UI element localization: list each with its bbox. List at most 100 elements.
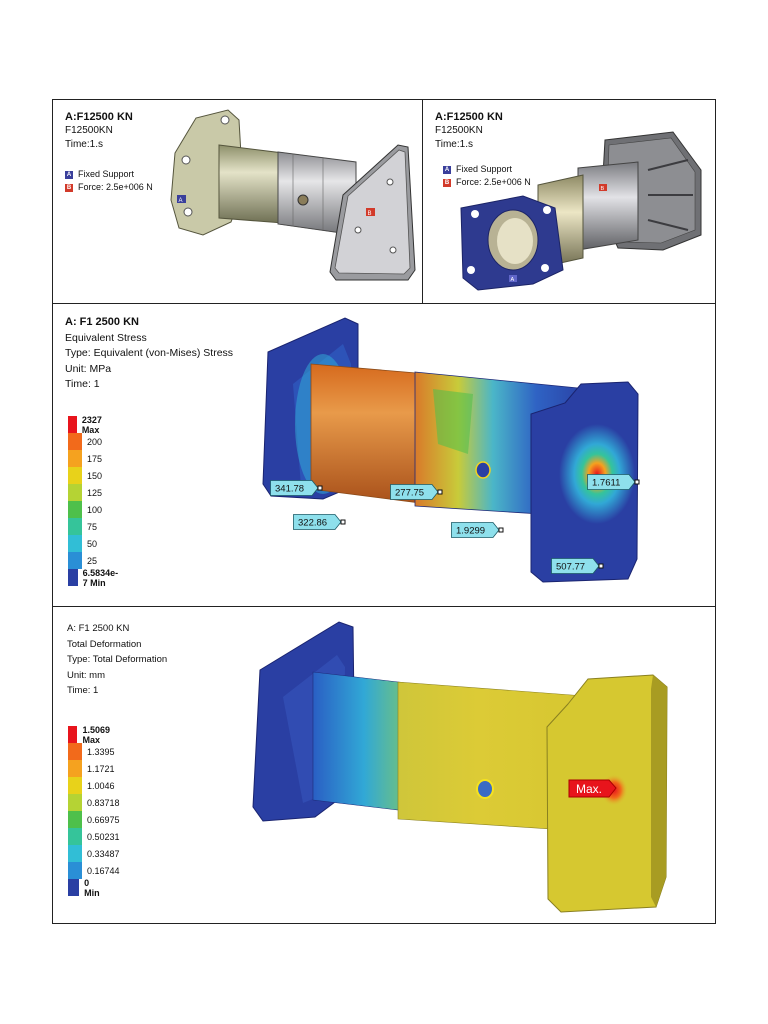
bc-letter-a: A [65, 170, 73, 179]
legend-row: 175 [68, 450, 102, 467]
probe-value: 322.86 [298, 518, 327, 529]
legend-row: 0.50231 [68, 828, 120, 845]
legend-row: 100 [68, 501, 102, 518]
legend-label: 0.50231 [87, 831, 120, 842]
probe-callout-shape [270, 480, 319, 496]
part-model-right-view: B A [460, 131, 702, 291]
probe-callout-shape [293, 514, 342, 530]
support-tag: A [511, 277, 515, 283]
legend-swatch [68, 777, 82, 794]
bc-letter-b: B [443, 178, 451, 187]
probe-value: 277.75 [395, 488, 424, 499]
stress-probe-label: 277.75 [390, 484, 443, 500]
probe-callout-shape [587, 474, 636, 490]
legend-swatch [68, 845, 82, 862]
probe-callout-shape [451, 522, 500, 538]
support-marker [509, 275, 517, 282]
probe-value: 1.9299 [456, 526, 485, 537]
analysis-title: A: F1 2500 KN [65, 316, 139, 328]
total-deformation-panel: A: F1 2500 KN Total Deformation Type: To… [53, 607, 715, 923]
probe-point [598, 563, 604, 569]
panel-header: A:F12500 KN F12500KN Time:1.s [65, 110, 133, 152]
legend-label: 175 [87, 453, 103, 464]
legend-row: 2327 Max [68, 414, 107, 435]
probe-value: 1.7611 [592, 478, 620, 489]
legend-swatch [68, 467, 82, 484]
legend-swatch [68, 794, 82, 811]
deformation-contour-plot: Max. [252, 621, 668, 913]
result-name: Total Deformation [67, 638, 142, 650]
stress-probe-label: 341.78 [270, 480, 323, 496]
legend-row: 1.3395 [68, 743, 115, 760]
equivalent-stress-panel: A: F1 2500 KN Equivalent Stress Type: Eq… [53, 304, 715, 607]
legend-label: 100 [87, 504, 103, 515]
analysis-subtitle: F12500KN [435, 125, 483, 136]
analysis-title: A:F12500 KN [65, 111, 133, 123]
legend-row: 125 [68, 484, 102, 501]
legend-swatch [68, 726, 78, 743]
probe-callout-shape [551, 558, 600, 574]
legend-row: 0 Min [68, 877, 103, 898]
probe-point [317, 485, 323, 491]
legend-label: 0 Min [84, 877, 100, 898]
bc-letter-b: B [65, 183, 73, 192]
legend-label: 0.83718 [87, 797, 120, 808]
force-tag: B [601, 186, 605, 192]
force-marker [599, 184, 607, 191]
result-name: Equivalent Stress [65, 331, 147, 344]
result-unit: Unit: mm [67, 669, 105, 681]
legend-swatch [68, 416, 77, 433]
boundary-condition-list: A Fixed Support B Force: 2.5e+006 N [65, 168, 153, 194]
legend-label: 6.5834e-7 Min [82, 567, 119, 588]
bc-label: Fixed Support [456, 164, 513, 174]
legend-swatch [68, 484, 82, 501]
legend-swatch [68, 743, 82, 760]
bc-label: Force: 2.5e+006 N [78, 182, 153, 192]
legend-swatch [68, 879, 80, 896]
support-marker [177, 195, 186, 203]
probe-callout-shape [390, 484, 439, 500]
legend-swatch [68, 518, 82, 535]
bc-force: B Force: 2.5e+006 N [65, 181, 153, 194]
support-tag: A [179, 198, 183, 204]
boundary-condition-list: A Fixed Support B Force: 2.5e+006 N [443, 163, 531, 189]
legend-swatch [68, 450, 82, 467]
result-unit: Unit: MPa [65, 362, 112, 375]
legend-label: 75 [87, 521, 98, 532]
legend-row: 0.16744 [68, 862, 120, 879]
legend-label: 1.5069 Max [82, 724, 110, 745]
time-label: Time:1.s [435, 139, 473, 150]
legend-label: 150 [87, 470, 103, 481]
legend-label: 0.16744 [87, 865, 120, 876]
legend-row: 0.83718 [68, 794, 120, 811]
force-tag: B [368, 211, 372, 217]
legend-row: 150 [68, 467, 102, 484]
time-label: Time:1.s [65, 139, 103, 150]
bc-fixed-support: A Fixed Support [443, 163, 531, 176]
legend-row: 75 [68, 518, 97, 535]
boundary-conditions-left-panel: A:F12500 KN F12500KN Time:1.s A Fixed Su… [53, 100, 423, 304]
legend-swatch [68, 552, 82, 569]
panel-header: A: F1 2500 KN Equivalent Stress Type: Eq… [65, 315, 233, 393]
analysis-title: A:F12500 KN [435, 111, 503, 123]
legend-label: 2327 Max [81, 414, 102, 435]
analysis-subtitle: F12500KN [65, 125, 113, 136]
panel-header: A: F1 2500 KN Total Deformation Type: To… [67, 621, 167, 699]
legend-swatch [68, 811, 82, 828]
bc-force: B Force: 2.5e+006 N [443, 176, 531, 189]
legend-label: 0.66975 [87, 814, 120, 825]
stress-probe-label: 1.9299 [451, 522, 504, 538]
panel-header: A:F12500 KN F12500KN Time:1.s [435, 110, 503, 152]
legend-swatch [68, 569, 78, 586]
stress-probe-label: 507.77 [551, 558, 604, 574]
legend-row: 200 [68, 433, 102, 450]
legend-swatch [68, 535, 82, 552]
stress-probe-label: 1.7611 [587, 474, 640, 490]
boundary-conditions-right-panel: A:F12500 KN F12500KN Time:1.s A Fixed Su… [423, 100, 715, 304]
legend-label: 1.1721 [87, 763, 115, 774]
legend-row: 1.1721 [68, 760, 115, 777]
time-label: Time: 1 [65, 378, 100, 390]
probe-point [498, 527, 504, 533]
bc-label: Force: 2.5e+006 N [456, 177, 531, 187]
legend-label: 25 [87, 555, 98, 566]
